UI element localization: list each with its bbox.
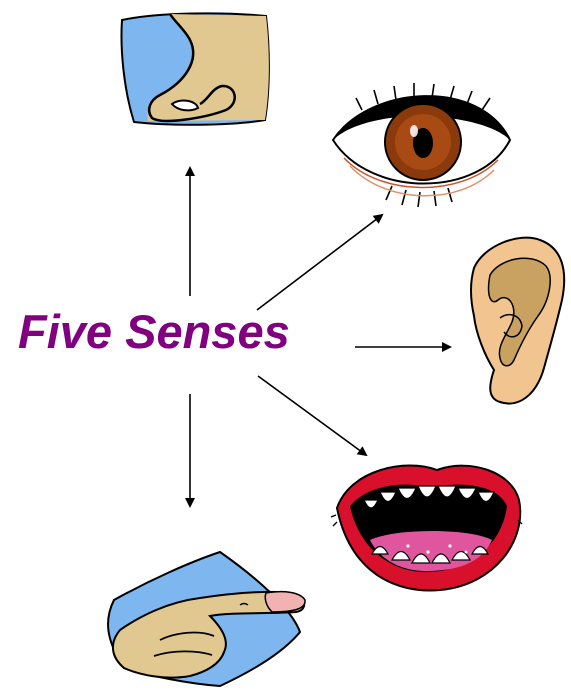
eye-icon (333, 83, 510, 207)
diagram-title: Five Senses (18, 308, 290, 355)
finger-icon (108, 552, 305, 686)
arrow-to-eye (257, 215, 382, 310)
ear-icon (471, 238, 564, 404)
mouth-icon (331, 466, 522, 591)
nose-icon (122, 13, 269, 124)
arrow-to-mouth (258, 376, 366, 455)
